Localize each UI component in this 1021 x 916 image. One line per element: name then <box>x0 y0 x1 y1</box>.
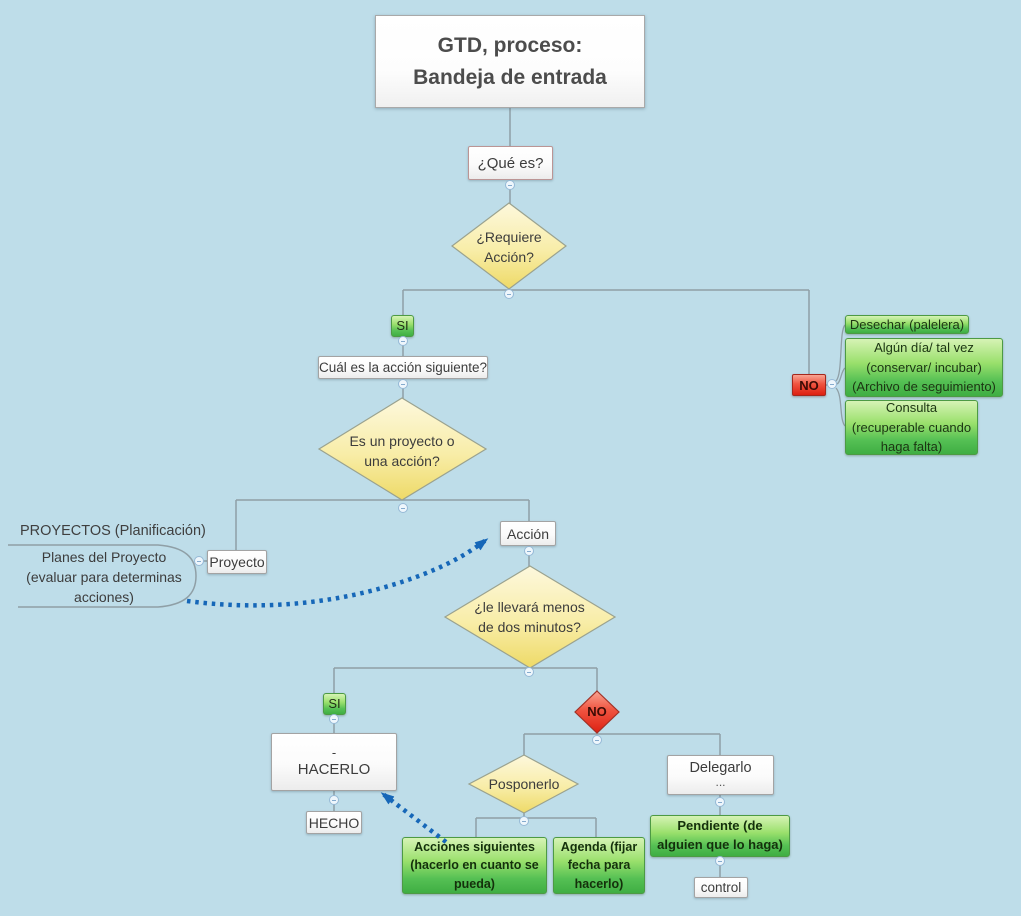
node-label: control <box>700 880 742 895</box>
node-label: Planes del Proyecto (evaluar para determ… <box>26 549 182 605</box>
diamond-text: NO <box>587 703 607 719</box>
node-pendiente[interactable]: Pendiente (de alguien que lo haga) <box>650 815 790 857</box>
node-label: Pendiente (de alguien que lo haga) <box>657 818 783 852</box>
node-label: Desechar (palelera) <box>849 316 965 332</box>
node-label: PROYECTOS (Planificación) <box>20 523 206 539</box>
collapse-icon[interactable] <box>504 289 514 299</box>
node-label: Algún día/ tal vez (conservar/ incubar) … <box>852 340 996 395</box>
collapse-icon[interactable] <box>329 714 339 724</box>
arrow-acciones-to-hacerlo <box>380 792 448 844</box>
node-label: Delegarlo <box>689 759 752 776</box>
node-si-bottom[interactable]: SI <box>323 693 346 715</box>
node-proyectos-planificacion[interactable]: PROYECTOS (Planificación) <box>20 523 220 539</box>
collapse-icon[interactable] <box>398 336 408 346</box>
node-que-es[interactable]: ¿Qué es? <box>468 146 553 180</box>
node-delegarlo[interactable]: Delegarlo ... <box>667 755 774 795</box>
title-line1: GTD, proceso: <box>437 34 583 57</box>
node-acciones-siguientes[interactable]: Acciones siguientes (hacerlo en cuanto s… <box>402 837 547 894</box>
collapse-icon[interactable] <box>398 379 408 389</box>
label-posponerlo: Posponerlo <box>464 775 584 793</box>
node-label: Consulta (recuperable cuando haga falta) <box>851 400 972 455</box>
node-cual-accion-siguiente[interactable]: Cuál es la acción siguiente? <box>318 356 488 379</box>
node-agenda[interactable]: Agenda (fijar fecha para hacerlo) <box>553 837 645 894</box>
label-requiere-accion: ¿Requiere Acción? <box>464 227 554 267</box>
node-label: HECHO <box>308 814 360 831</box>
collapse-icon[interactable] <box>827 379 837 389</box>
node-label-dash: - <box>331 744 337 760</box>
node-label: SI <box>328 696 341 712</box>
node-accion[interactable]: Acción <box>500 521 556 546</box>
node-proyecto[interactable]: Proyecto <box>207 550 267 574</box>
node-label: Cuál es la acción siguiente? <box>318 360 488 375</box>
node-planes-del-proyecto[interactable]: Planes del Proyecto (evaluar para determ… <box>18 549 190 606</box>
title-line2: Bandeja de entrada <box>413 65 607 89</box>
label-no-bottom: NO <box>577 702 617 722</box>
node-label: SI <box>396 318 409 334</box>
node-hecho[interactable]: HECHO <box>306 811 362 834</box>
label-proyecto-o-accion: Es un proyecto o una acción? <box>342 431 462 471</box>
collapse-icon[interactable] <box>194 556 204 566</box>
node-label: ¿Qué es? <box>477 154 544 172</box>
node-si-top[interactable]: SI <box>391 315 414 337</box>
collapse-icon[interactable] <box>524 667 534 677</box>
node-control[interactable]: control <box>694 877 748 898</box>
node-consulta[interactable]: Consulta (recuperable cuando haga falta) <box>845 400 978 455</box>
node-label: Acción <box>506 525 550 542</box>
branch-curves <box>835 324 846 427</box>
node-desechar[interactable]: Desechar (palelera) <box>845 315 969 334</box>
diamond-text: Posponerlo <box>488 775 560 792</box>
collapse-icon[interactable] <box>592 735 602 745</box>
node-label: Acciones siguientes (hacerlo en cuanto s… <box>410 840 539 891</box>
diamond-text: ¿le llevará menos de dos minutos? <box>474 598 585 635</box>
collapse-icon[interactable] <box>329 795 339 805</box>
node-title[interactable]: GTD, proceso: Bandeja de entrada <box>375 15 645 108</box>
node-label-dots: ... <box>715 775 726 790</box>
node-algun-dia[interactable]: Algún día/ tal vez (conservar/ incubar) … <box>845 338 1003 397</box>
collapse-icon[interactable] <box>398 503 408 513</box>
node-no-top[interactable]: NO <box>792 374 826 396</box>
collapse-icon[interactable] <box>715 856 725 866</box>
node-label: Proyecto <box>209 554 265 570</box>
diamond-text: Es un proyecto o una acción? <box>349 432 455 469</box>
label-dos-minutos: ¿le llevará menos de dos minutos? <box>472 597 587 637</box>
collapse-icon[interactable] <box>519 816 529 826</box>
node-label: Agenda (fijar fecha para hacerlo) <box>560 840 638 891</box>
node-label: NO <box>799 377 819 393</box>
collapse-icon[interactable] <box>715 797 725 807</box>
collapse-icon[interactable] <box>524 546 534 556</box>
node-hacerlo[interactable]: - HACERLO <box>271 733 397 791</box>
diamond-text: ¿Requiere Acción? <box>476 228 542 265</box>
node-label: HACERLO <box>297 760 371 778</box>
collapse-icon[interactable] <box>505 180 515 190</box>
decision-diamonds[interactable] <box>317 202 620 814</box>
